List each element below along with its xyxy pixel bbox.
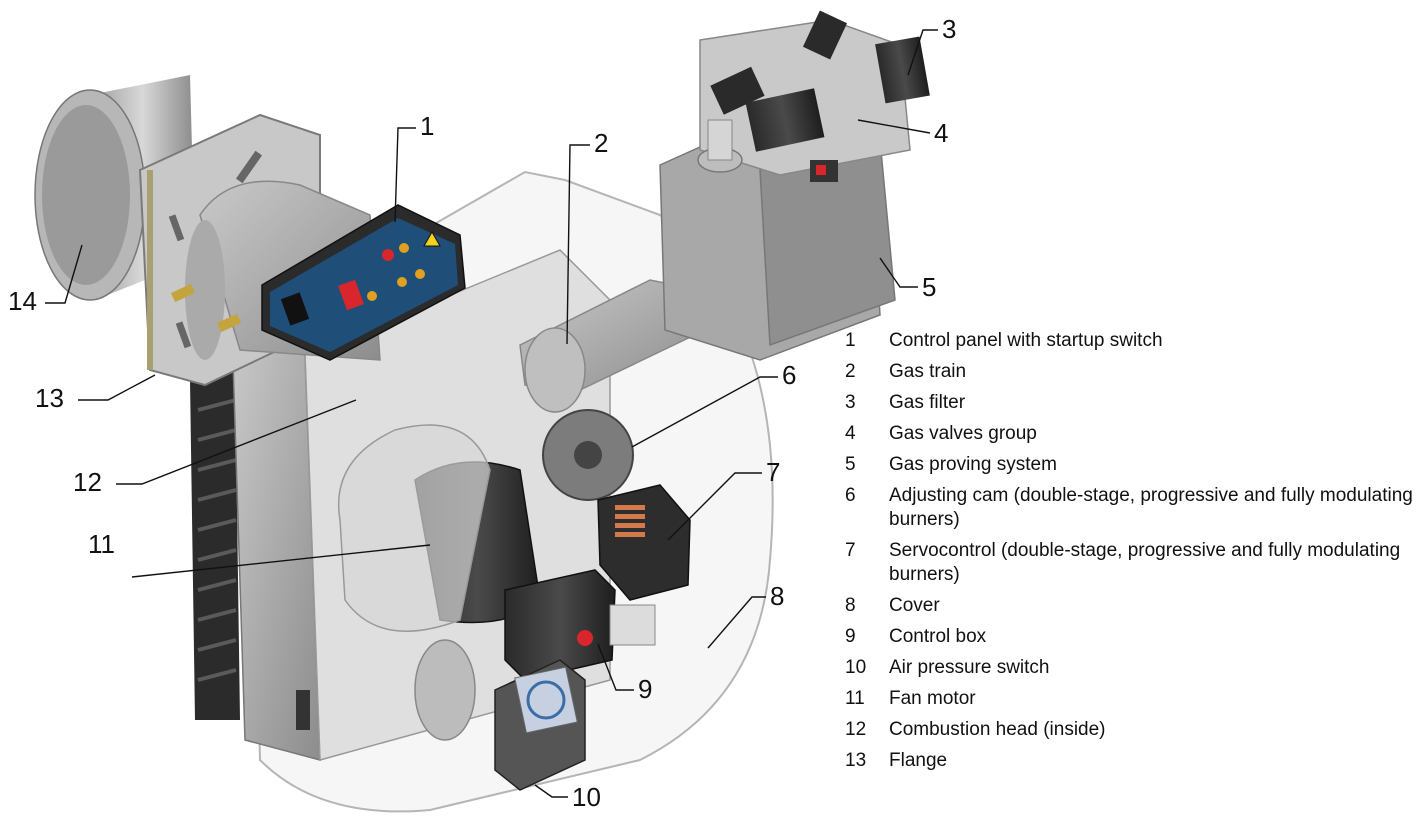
legend-number: 2 (845, 361, 856, 382)
callout-3: 3 (942, 14, 956, 44)
adjusting-cam (542, 409, 634, 501)
leader-11 (131, 544, 431, 578)
legend-text: Flange (889, 750, 948, 771)
callout-6: 6 (782, 360, 796, 390)
legend-item: 6 Adjusting cam (double-stage, progressiv… (845, 484, 1420, 532)
gas-valves-assembly (659, 10, 930, 361)
legend-item: 13 Flange (845, 749, 1420, 773)
legend-number: 10 (845, 657, 867, 678)
pressure-test-points (170, 283, 242, 333)
legend-item: 2 Gas train (845, 360, 1420, 384)
callout-13: 13 (35, 383, 64, 413)
legend-number: 9 (845, 626, 856, 647)
legend-number: 3 (845, 392, 856, 413)
legend-text: Gas filter (889, 392, 966, 413)
air-intake-grille (190, 365, 240, 720)
legend-number: 6 (845, 485, 856, 506)
leader-5 (879, 257, 918, 288)
air-pressure-switch (494, 659, 586, 791)
legend-text: Servocontrol (double-stage, progressive … (889, 540, 1401, 585)
callout-12: 12 (73, 467, 102, 497)
legend-text: Gas valves group (889, 423, 1037, 444)
legend-number: 7 (845, 540, 856, 561)
legend-number: 13 (845, 750, 867, 771)
legend-item: 3 Gas filter (845, 391, 1420, 415)
servocontrol (597, 484, 691, 601)
leader-9 (597, 643, 634, 691)
legend-number: 5 (845, 454, 856, 475)
legend-item: 12 Combustion head (inside) (845, 718, 1420, 742)
leader-1 (394, 127, 416, 223)
legend-text: Control panel with startup switch (889, 330, 1163, 351)
callout-numbers: 1 2 3 4 5 6 7 8 9 10 11 12 13 14 (8, 14, 956, 812)
legend-item: 1 Control panel with startup switch (845, 329, 1420, 353)
legend-number: 12 (845, 719, 867, 740)
leader-8 (707, 596, 766, 649)
leader-2 (566, 144, 590, 345)
legend-text: Gas proving system (889, 454, 1057, 475)
legend-text: Control box (889, 626, 987, 647)
legend-text: Fan motor (889, 688, 976, 709)
callout-7: 7 (766, 457, 780, 487)
callout-9: 9 (638, 674, 652, 704)
callout-11: 11 (88, 529, 115, 559)
legend-text: Adjusting cam (double-stage, progressive… (889, 485, 1413, 530)
legend-item: 9 Control box (845, 625, 1420, 649)
legend-item: 7 Servocontrol (double-stage, progressive… (845, 539, 1420, 587)
leader-7 (667, 472, 762, 541)
leader-6 (631, 376, 778, 448)
fan-motor (338, 424, 541, 741)
leader-3 (907, 29, 938, 76)
legend-text: Cover (889, 595, 940, 616)
leader-12 (116, 399, 357, 485)
legend-item: 4 Gas valves group (845, 422, 1420, 446)
callout-2: 2 (594, 128, 608, 158)
legend-number: 4 (845, 423, 856, 444)
leader-10 (534, 784, 568, 798)
control-box (504, 569, 656, 681)
callout-14: 14 (8, 286, 37, 316)
legend-number: 1 (845, 330, 856, 351)
legend-item: 5 Gas proving system (845, 453, 1420, 477)
legend-text: Gas train (889, 361, 967, 382)
control-panel (261, 204, 466, 361)
legend-item: 10 Air pressure switch (845, 656, 1420, 680)
legend-text: Air pressure switch (889, 657, 1050, 678)
legend-item: 11 Fan motor (845, 687, 1420, 711)
callout-8: 8 (770, 581, 784, 611)
leader-13 (78, 374, 156, 401)
callout-10: 10 (572, 782, 601, 812)
callout-5: 5 (922, 272, 936, 302)
legend-item: 8 Cover (845, 594, 1420, 618)
callout-4: 4 (934, 118, 948, 148)
legend-number: 11 (845, 688, 865, 709)
leader-lines (45, 29, 938, 798)
leader-4 (857, 119, 931, 134)
leader-14 (45, 244, 83, 304)
callout-1: 1 (420, 111, 434, 141)
legend-number: 8 (845, 595, 856, 616)
legend-text: Combustion head (inside) (889, 719, 1106, 740)
